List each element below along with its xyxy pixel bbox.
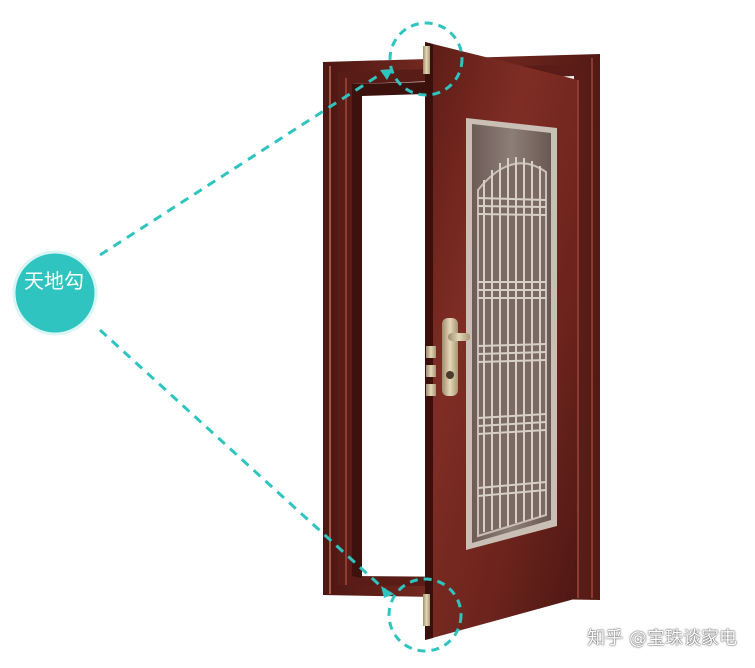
door-panel [466,118,557,550]
callout-label: 天地勾 [24,269,84,293]
top-hook-bolt [423,46,430,74]
door-handle [426,318,470,396]
bottom-hook-bolt [423,594,430,626]
top-highlight-circle [388,21,464,97]
door-leaf [423,42,579,640]
arrow-top [380,69,393,80]
callout-lines [98,70,387,592]
bottom-highlight-circle [387,577,463,653]
callout-circle [12,250,98,336]
arrow-bottom [381,586,394,598]
watermark: 知乎 @宝珠谈家电 [587,628,737,649]
